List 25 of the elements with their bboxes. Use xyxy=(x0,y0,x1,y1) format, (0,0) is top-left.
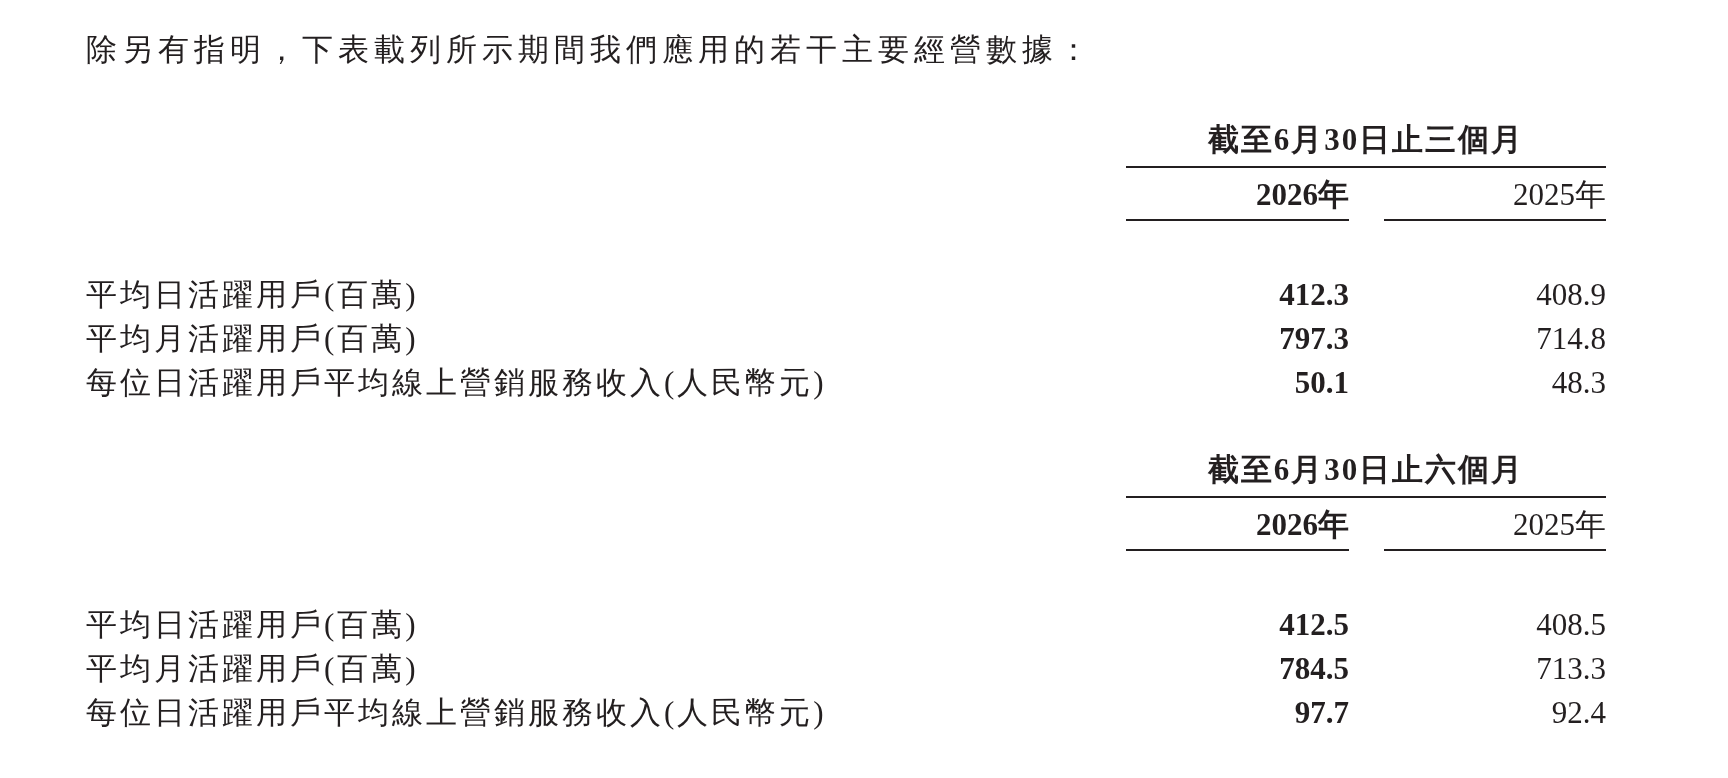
column-header: 2026年 xyxy=(1255,506,1349,544)
column-header: 2026年 xyxy=(1255,176,1349,214)
table-value: 50.1 xyxy=(1294,364,1349,402)
row-label: 每位日活躍用戶平均線上營銷服務收入(人民幣元) xyxy=(86,694,827,732)
table-value: 797.3 xyxy=(1279,320,1349,358)
row-label: 平均日活躍用戶(百萬) xyxy=(86,606,419,644)
column-header: 2025年 xyxy=(1512,506,1606,544)
table-value: 97.7 xyxy=(1294,694,1349,732)
row-label: 平均日活躍用戶(百萬) xyxy=(86,276,419,314)
table-value: 784.5 xyxy=(1279,650,1349,688)
table-value: 714.8 xyxy=(1536,320,1606,358)
intro-text: 除另有指明，下表載列所示期間我們應用的若干主要經營數據： xyxy=(86,31,1094,69)
period-header: 截至6月30日止六個月 xyxy=(1206,451,1526,489)
row-label: 平均月活躍用戶(百萬) xyxy=(86,650,419,688)
table-value: 408.9 xyxy=(1536,276,1606,314)
row-label: 每位日活躍用戶平均線上營銷服務收入(人民幣元) xyxy=(86,364,827,402)
table-value: 408.5 xyxy=(1536,606,1606,644)
table-value: 412.5 xyxy=(1279,606,1349,644)
row-label: 平均月活躍用戶(百萬) xyxy=(86,320,419,358)
period-header: 截至6月30日止三個月 xyxy=(1206,121,1526,159)
table-value: 48.3 xyxy=(1551,364,1606,402)
table-value: 713.3 xyxy=(1536,650,1606,688)
table-value: 412.3 xyxy=(1279,276,1349,314)
table-value: 92.4 xyxy=(1551,694,1606,732)
column-header: 2025年 xyxy=(1512,176,1606,214)
